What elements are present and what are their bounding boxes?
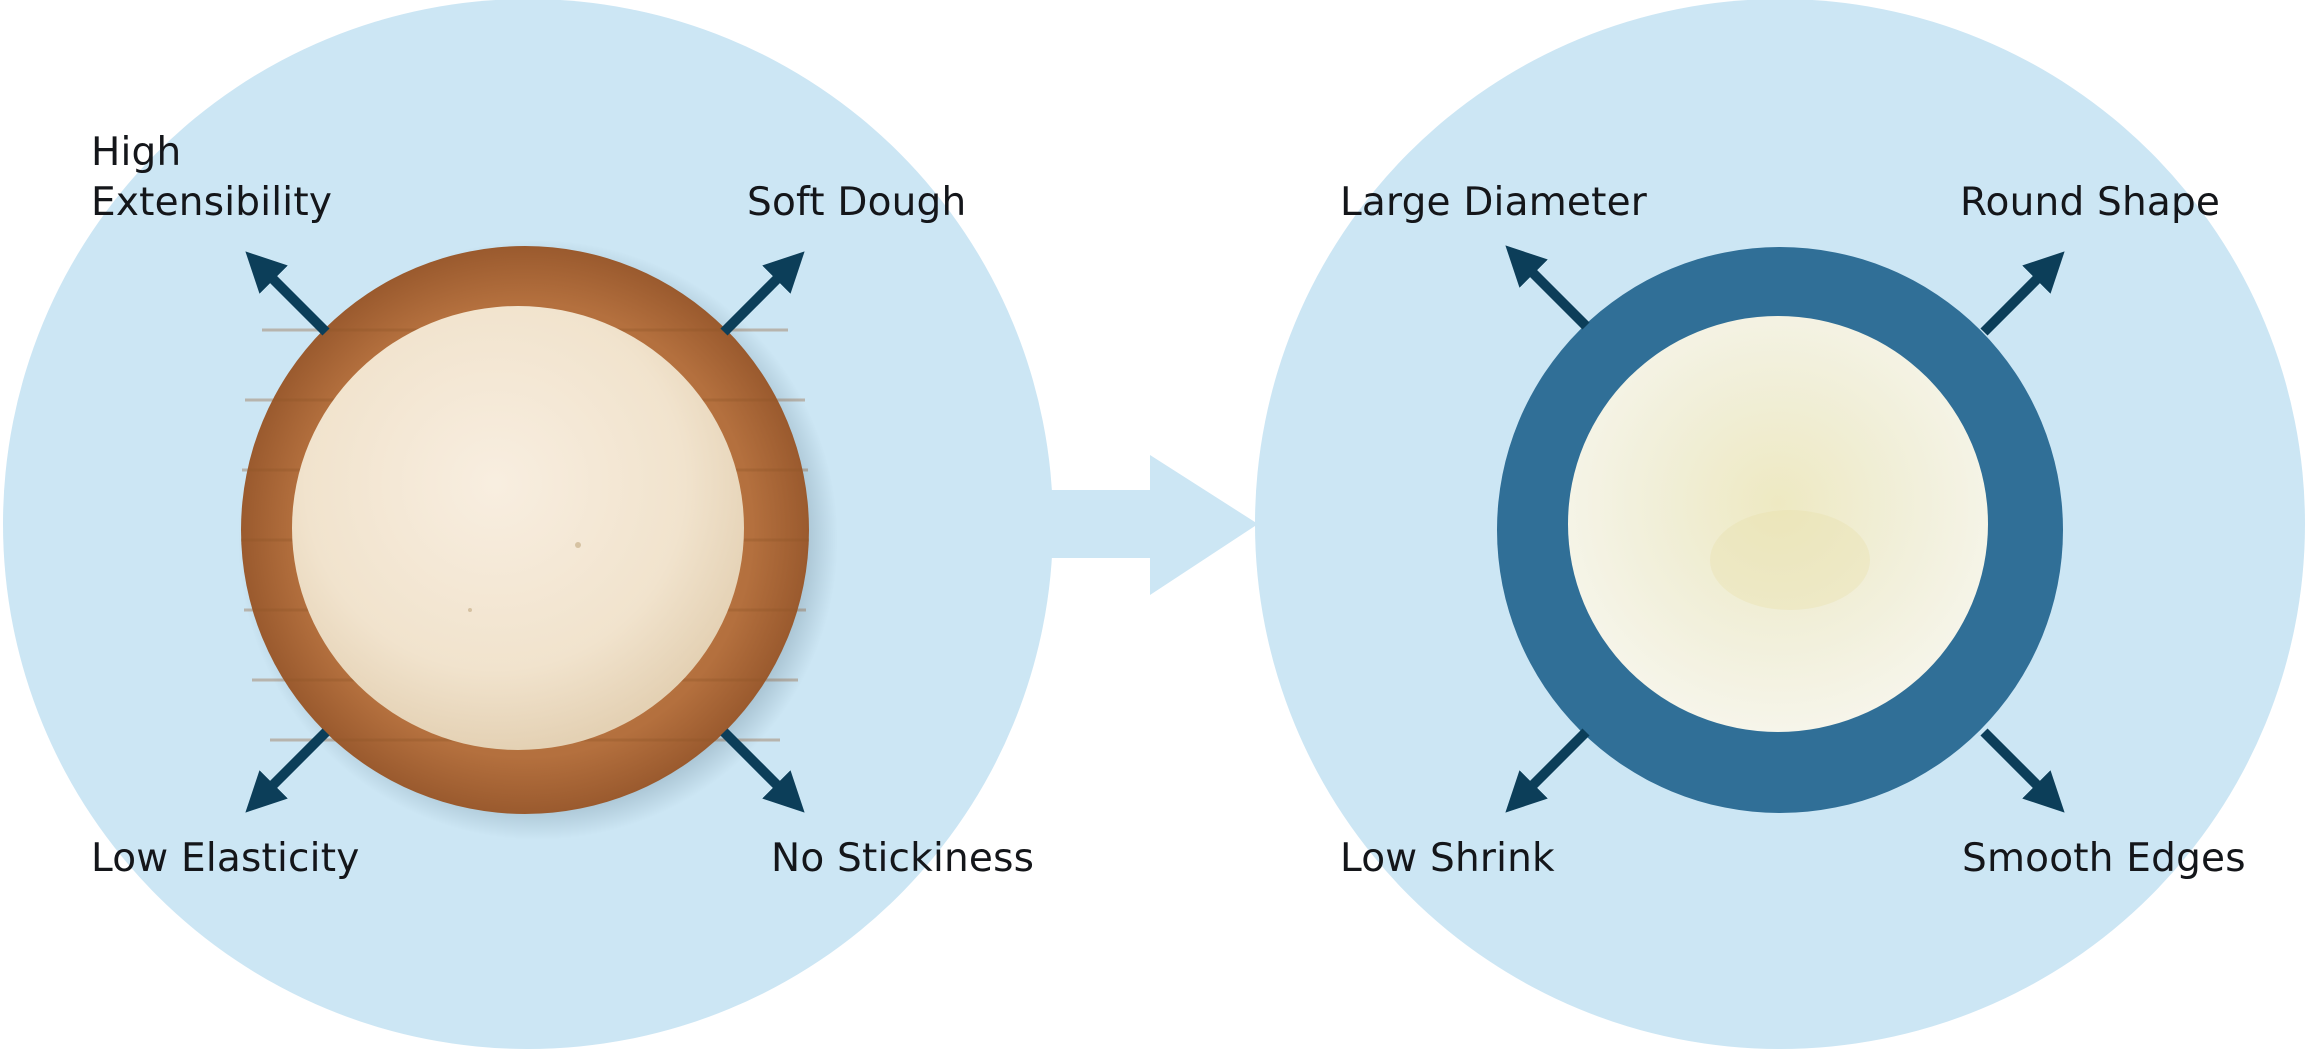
label-line: Extensibility xyxy=(91,178,351,228)
label-large-diameter: Large Diameter xyxy=(1340,178,1647,228)
label-line: High xyxy=(91,128,351,178)
label-soft-dough: Soft Dough xyxy=(747,178,966,228)
dough-texture-dot xyxy=(575,542,581,548)
label-no-stickiness: No Stickiness xyxy=(771,834,1034,884)
label-round-shape: Round Shape xyxy=(1960,178,2220,228)
dough-texture-dot xyxy=(468,608,472,612)
dough-ball xyxy=(292,306,744,750)
label-low-elasticity: Low Elasticity xyxy=(91,834,359,884)
pizza-base-oil-patch xyxy=(1710,510,1870,610)
label-low-shrink: Low Shrink xyxy=(1340,834,1555,884)
label-smooth-edges: Smooth Edges xyxy=(1962,834,2246,884)
transition-arrow xyxy=(1050,455,1258,595)
label-high-extensibility: High Extensibility xyxy=(91,128,351,228)
pizza-base-image xyxy=(1497,247,2063,813)
